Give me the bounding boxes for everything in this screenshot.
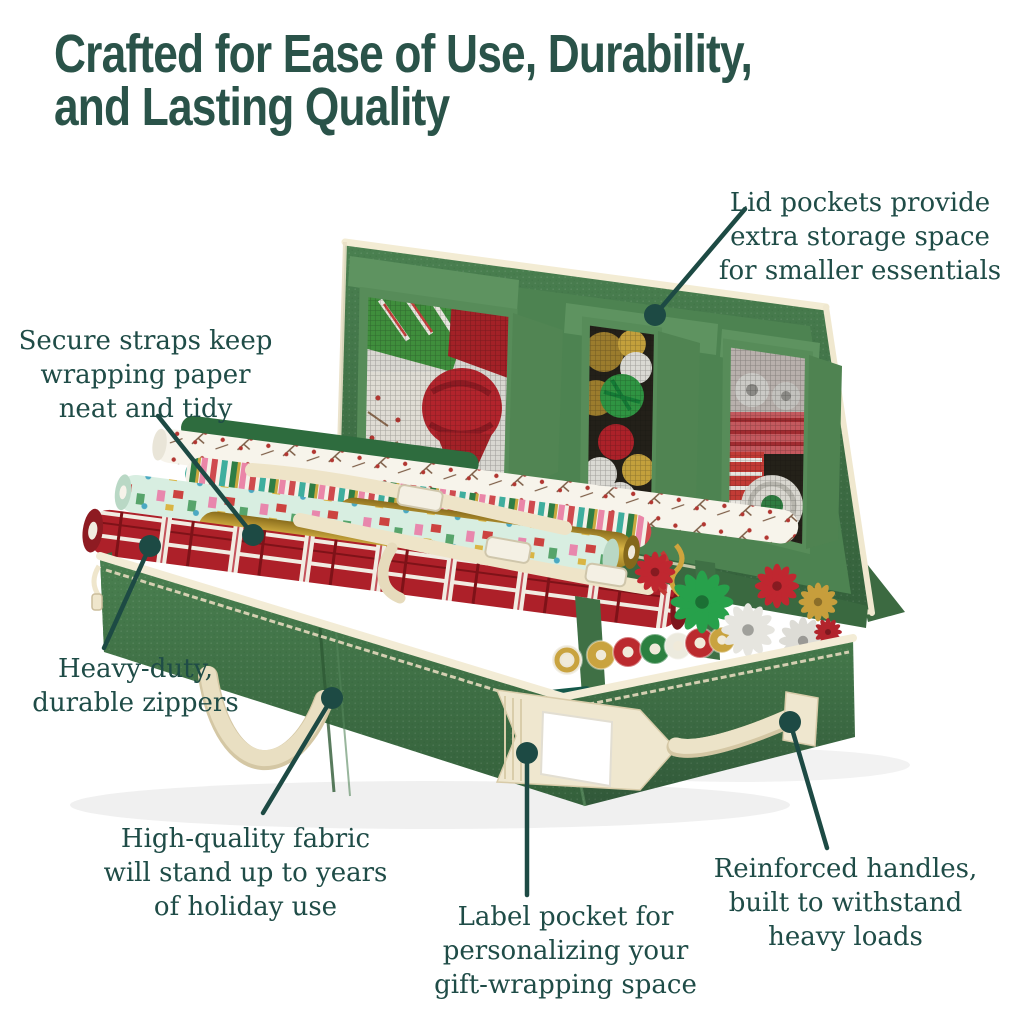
callout-durable-zippers: Heavy-duty, durable zippers <box>32 654 239 718</box>
callout-line-straps <box>155 413 256 538</box>
gift-bows <box>634 543 842 666</box>
callout-line-handles <box>787 719 830 851</box>
strap-buckle <box>396 484 628 588</box>
callout-dot-handles <box>779 711 801 733</box>
callout-dot-lid-pockets <box>644 304 666 326</box>
zipper-pull <box>91 564 103 611</box>
lid-pocket-middle <box>564 303 718 517</box>
callout-line-zippers <box>101 543 153 651</box>
callout-high-quality-fabric: High-quality fabric will stand up to yea… <box>103 824 388 922</box>
zipper-teeth <box>105 568 850 712</box>
label-card <box>539 710 614 788</box>
rim-piping <box>96 552 857 701</box>
label-pocket <box>495 689 678 791</box>
callout-dot-zippers <box>139 535 161 557</box>
callout-line-lid-pockets <box>652 206 748 318</box>
callout-lines <box>101 206 830 898</box>
callout-dot-label <box>516 742 538 764</box>
callout-dot-fabric <box>321 687 343 709</box>
callout-secure-straps: Secure straps keep wrapping paper neat a… <box>18 326 273 424</box>
callout-dots <box>139 304 801 764</box>
callout-dot-straps <box>242 524 264 546</box>
callout-lid-pockets: Lid pockets provide extra storage space … <box>718 188 1002 286</box>
callout-label-pocket: Label pocket for personalizing your gift… <box>434 902 697 1000</box>
lid-pocket-right <box>720 329 842 555</box>
callout-line-fabric <box>260 695 335 816</box>
callout-reinforced-handles: Reinforced handles, built to withstand h… <box>713 854 978 952</box>
securing-straps <box>245 463 655 604</box>
page-title: Crafted for Ease of Use, Durability, and… <box>54 24 753 137</box>
front-carry-handle <box>198 666 334 770</box>
